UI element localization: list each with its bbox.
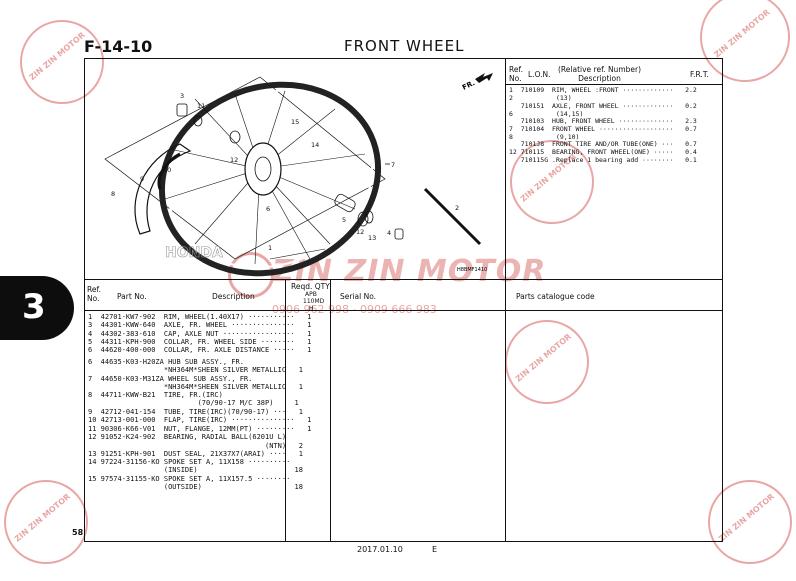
hub: [244, 142, 282, 196]
callout-9: 9: [140, 175, 144, 183]
callout-6: 6: [266, 205, 270, 213]
svg-text:FR.: FR.: [461, 79, 476, 92]
ref-row: 710103 HUB, FRONT WHEEL ·············· 2…: [509, 117, 697, 141]
col-qty-right: [330, 280, 331, 542]
fr-arrow: [475, 73, 493, 83]
ref-hdr-lon: L.O.N.: [528, 70, 551, 79]
ref-hdr-line: [505, 84, 723, 85]
callout-1: 1: [268, 244, 272, 252]
tire: [134, 143, 192, 235]
parts-hdr-catalogue: Parts catalogue code: [516, 292, 595, 301]
edition-mark: E: [432, 545, 438, 554]
parts-hdr-h: H: [309, 305, 314, 312]
col-qty-left: [285, 280, 286, 542]
parts-hdr-desc: Description: [212, 292, 255, 301]
parts-hdr-line: [84, 310, 723, 311]
exploded-wheel-diagram: FR. HONDA H8BMF1410 3 11 15 14 12 7 10 9…: [104, 73, 493, 277]
parts-hdr-serial: Serial No.: [340, 292, 377, 301]
callout-14: 14: [311, 141, 319, 149]
callout-8: 8: [111, 190, 115, 198]
ref-table-divider: [505, 58, 506, 279]
page-frame: [84, 58, 723, 542]
parts-row-group: 11 90306-K66-V01 NUT, FLANGE, 12MM(PT) ·…: [88, 425, 312, 492]
ref-hdr-refno: Ref. No.: [509, 65, 523, 83]
callout-10: 10: [163, 166, 171, 174]
parts-hdr-model: 110MD: [303, 298, 325, 305]
axle: [423, 187, 482, 246]
parts-row-group: 6 44635-K03-H20ZA HUB SUB ASSY., FR. *NH…: [88, 358, 312, 425]
drawing-code: H8BMF1410: [457, 267, 487, 273]
section-tab: [0, 276, 74, 340]
page-number: 58: [72, 528, 84, 537]
callout-12a: 12: [230, 156, 238, 164]
parts-hdr-apb: APB: [305, 291, 317, 298]
parts-hdr-qty: Reqd. QTY: [291, 282, 330, 291]
callout-5: 5: [342, 216, 346, 224]
callout-3: 3: [180, 92, 184, 100]
callout-4: 4: [387, 229, 391, 237]
watermark-phone: 0906 962 998 - 0909 666 983: [272, 303, 437, 316]
callout-15: 15: [291, 118, 299, 126]
ref-row: 1 710109 RIM, WHEEL :FRONT ·············…: [509, 86, 697, 102]
print-date: 2017.01.10: [357, 545, 403, 554]
figure-id: F-14-10: [84, 37, 153, 56]
parts-hdr-partno: Part No.: [117, 292, 147, 301]
rim-outline: [158, 81, 382, 277]
honda-mark: HONDA: [165, 245, 223, 261]
tube: [157, 152, 181, 190]
parts-row-group: 1 42701-KW7-902 RIM, WHEEL(1.40X17) ····…: [88, 313, 312, 355]
section-number: 3: [22, 287, 46, 327]
ref-hdr-desc: (Relative ref. Number) Description: [558, 65, 642, 83]
callout-7: 7: [391, 161, 395, 169]
ref-row: 710151 AXLE, FRONT WHEEL ············· 0…: [509, 102, 697, 118]
col-serial-right: [505, 280, 506, 542]
page-title: FRONT WHEEL: [344, 37, 465, 55]
callout-2: 2: [455, 204, 459, 212]
cap: [176, 103, 188, 117]
callout-11: 11: [197, 102, 205, 110]
ref-hdr-frt: F.R.T.: [690, 70, 709, 79]
parts-hdr-refno: Ref. No.: [87, 285, 101, 303]
callout-13: 13: [368, 234, 376, 242]
callout-12b: 12: [356, 228, 364, 236]
ref-row: 7101J8 FRONT TIRE AND/OR TUBE(ONE) ··· 0…: [509, 140, 697, 164]
divider-mid: [84, 279, 723, 280]
